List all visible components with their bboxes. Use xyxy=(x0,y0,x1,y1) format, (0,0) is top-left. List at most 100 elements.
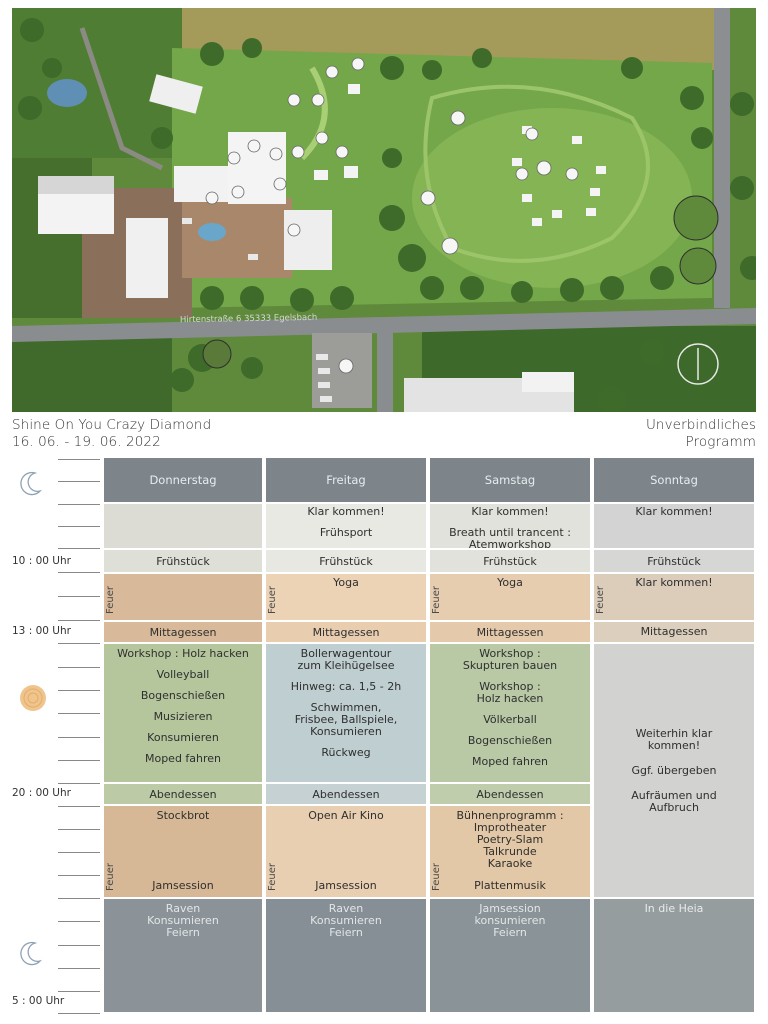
activity: Frühstück xyxy=(319,555,373,568)
activity: Frühstück xyxy=(483,555,537,568)
activity: Klar kommen! xyxy=(635,505,713,518)
hour-tick xyxy=(58,921,100,922)
hour-tick xyxy=(58,643,100,644)
activity: Aufbruch xyxy=(649,801,699,814)
activity: Frisbee, Ballspiele, xyxy=(294,713,398,726)
activity: Yoga xyxy=(333,576,359,589)
day-label: Donnerstag xyxy=(149,473,217,487)
activity: Moped fahren xyxy=(144,752,222,765)
activity: Feiern xyxy=(493,926,527,939)
time-label-10: 10 : 00 Uhr xyxy=(12,555,71,567)
fire-label: Feuer xyxy=(595,586,606,614)
hour-tick xyxy=(58,596,100,597)
slot-early-samstag: Klar kommen! Breath until trancent : Ate… xyxy=(430,504,590,548)
activity: Klar kommen! xyxy=(471,505,549,518)
slot-morning-sonntag: Klar kommen! Feuer xyxy=(594,574,754,620)
program-label-line1: Unverbindliches xyxy=(645,417,756,433)
activity: Bollerwagentour xyxy=(300,647,392,660)
hour-tick xyxy=(58,968,100,969)
slot-afternoon-donnerstag: Workshop : Holz hacken Volleyball Bogens… xyxy=(104,644,262,782)
activity: In die Heia xyxy=(644,902,704,915)
activity: Frühsport xyxy=(319,526,373,539)
activity: Abendessen xyxy=(149,788,217,801)
day-header-freitag: Freitag xyxy=(266,458,426,502)
time-label-13: 13 : 00 Uhr xyxy=(12,625,71,637)
moon-icon xyxy=(18,470,44,500)
slot-afternoon-sonntag: Weiterhin klar kommen! Ggf. übergeben Au… xyxy=(594,644,754,897)
slot-night-freitag: Raven Konsumieren Feiern xyxy=(266,899,426,1012)
fire-label: Feuer xyxy=(431,586,442,614)
slot-lunch-donnerstag: Mittagessen xyxy=(104,622,262,642)
activity: Improtheater xyxy=(473,821,547,834)
activity: Skupturen bauen xyxy=(462,659,558,672)
slot-evening-freitag: Open Air Kino Jamsession Feuer xyxy=(266,806,426,897)
activity: Klar kommen! xyxy=(307,505,385,518)
hour-tick xyxy=(58,852,100,853)
hour-tick xyxy=(58,504,100,505)
fire-label: Feuer xyxy=(267,863,278,891)
activity: Abendessen xyxy=(312,788,380,801)
activity: Poetry-Slam xyxy=(476,833,544,846)
activity: Talkrunde xyxy=(483,845,537,858)
activity: Klar kommen! xyxy=(635,576,713,589)
activity: Mittagessen xyxy=(476,626,544,639)
activity: Völkerball xyxy=(483,713,537,726)
hour-tick xyxy=(58,481,100,482)
slot-evening-samstag: Bühnenprogramm : Improtheater Poetry-Sla… xyxy=(430,806,590,897)
day-header-donnerstag: Donnerstag xyxy=(104,458,262,502)
activity: konsumieren xyxy=(474,914,546,927)
slot-breakfast-freitag: Frühstück xyxy=(266,550,426,572)
activity: Stockbrot xyxy=(156,809,210,822)
hour-tick xyxy=(58,875,100,876)
slot-early-freitag: Klar kommen! Frühsport xyxy=(266,504,426,548)
activity: Frühstück xyxy=(647,555,701,568)
hour-tick xyxy=(58,737,100,738)
activity: Karaoke xyxy=(487,857,533,870)
hour-tick xyxy=(58,713,100,714)
slot-night-samstag: Jamsession konsumieren Feiern xyxy=(430,899,590,1012)
slot-dinner-samstag: Abendessen xyxy=(430,784,590,804)
hour-tick xyxy=(58,572,100,573)
hour-tick xyxy=(58,459,100,460)
slot-lunch-sonntag: Mittagessen xyxy=(594,622,754,642)
hour-tick xyxy=(58,945,100,946)
activity: Bühnenprogramm : xyxy=(456,809,564,822)
event-title: Shine On You Crazy Diamond xyxy=(12,417,212,433)
activity: Open Air Kino xyxy=(308,809,384,822)
time-label-5: 5 : 00 Uhr xyxy=(12,995,65,1007)
activity: Aufräumen und xyxy=(631,789,717,802)
activity: Mittagessen xyxy=(640,625,708,638)
day-label: Sonntag xyxy=(650,473,698,487)
slot-night-donnerstag: Raven Konsumieren Feiern xyxy=(104,899,262,1012)
activity: Moped fahren xyxy=(471,755,549,768)
slot-evening-donnerstag: Stockbrot Jamsession Feuer xyxy=(104,806,262,897)
activity: Yoga xyxy=(497,576,523,589)
activity: Hinweg: ca. 1,5 - 2h xyxy=(290,680,402,693)
activity: Mittagessen xyxy=(312,626,380,639)
activity: Jamsession xyxy=(152,879,214,892)
activity: Raven xyxy=(328,902,364,915)
hour-tick xyxy=(58,667,100,668)
activity: Volleyball xyxy=(156,668,210,681)
activity: Schwimmen, xyxy=(310,701,382,714)
activity: Rückweg xyxy=(321,746,371,759)
activity: Plattenmusik xyxy=(474,879,546,892)
hour-tick xyxy=(58,620,100,621)
slot-afternoon-samstag: Workshop : Skupturen bauen Workshop : Ho… xyxy=(430,644,590,782)
activity: Feiern xyxy=(166,926,200,939)
slot-early-sonntag: Klar kommen! xyxy=(594,504,754,548)
slot-breakfast-donnerstag: Frühstück xyxy=(104,550,262,572)
hour-tick xyxy=(58,548,100,549)
site-map: Hirtenstraße 6 35333 Egelsbach xyxy=(12,8,756,412)
activity: Weiterhin klar xyxy=(635,727,713,740)
slot-afternoon-freitag: Bollerwagentour zum Kleihügelsee Hinweg:… xyxy=(266,644,426,782)
time-label-20: 20 : 00 Uhr xyxy=(12,787,71,799)
slot-morning-freitag: Yoga Feuer xyxy=(266,574,426,620)
activity: Konsumieren xyxy=(147,914,219,927)
slot-early-donnerstag xyxy=(104,504,262,548)
activity: Abendessen xyxy=(476,788,544,801)
activity: Jamsession xyxy=(479,902,541,915)
activity: Feiern xyxy=(329,926,363,939)
fire-label: Feuer xyxy=(267,586,278,614)
activity: Frühstück xyxy=(156,555,210,568)
